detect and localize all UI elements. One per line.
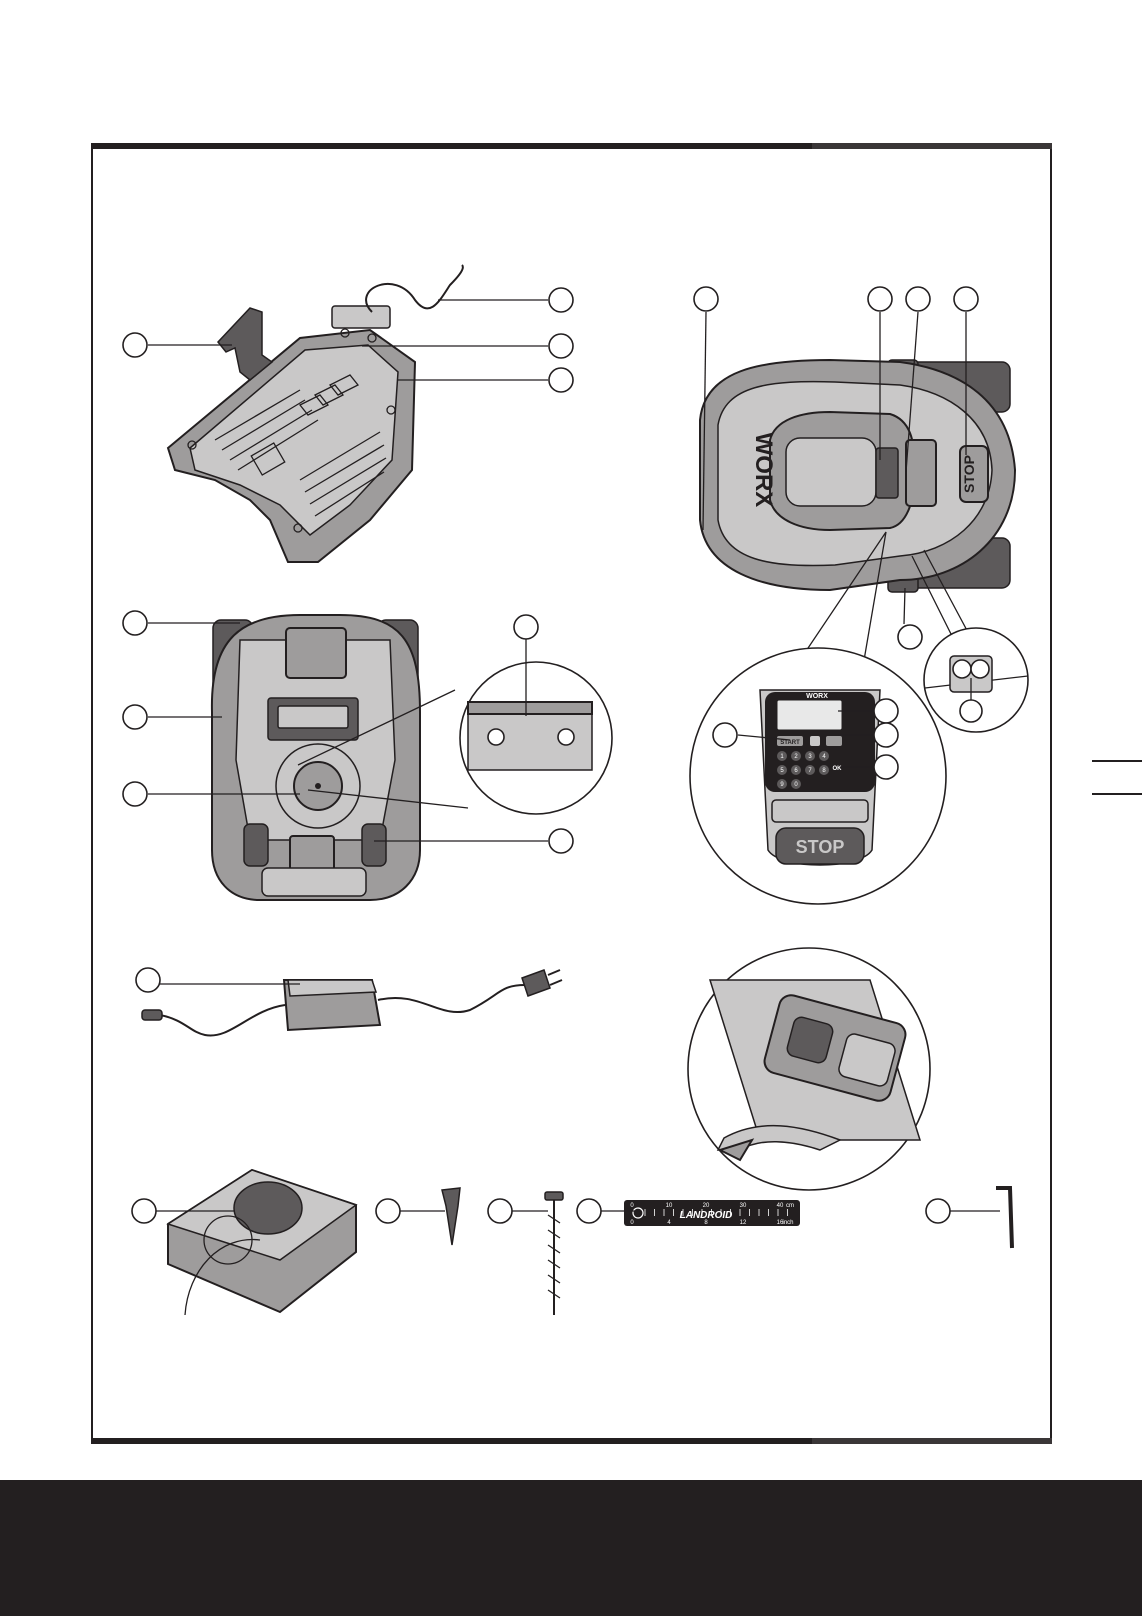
callout-circle (868, 287, 892, 311)
ruler-unit-cm: cm (786, 1203, 794, 1209)
callout-circle (960, 700, 982, 722)
callout-circle (123, 333, 147, 357)
ruler-logo: LANDROID (680, 1210, 733, 1221)
callout-circle (514, 615, 538, 639)
callout-circle (906, 287, 930, 311)
peg (442, 1188, 460, 1245)
callout-circle (874, 723, 898, 747)
callout-circle (874, 699, 898, 723)
ruler-scale-cm: 30 (740, 1203, 747, 1209)
power-supply (142, 970, 562, 1036)
callout-circle (694, 287, 718, 311)
stop-button-label: STOP (961, 455, 977, 493)
callout-circle (123, 705, 147, 729)
callout-circle (926, 1199, 950, 1223)
callout-circle (954, 287, 978, 311)
hex-key (996, 1188, 1012, 1248)
callout-circle (577, 1199, 601, 1223)
ok-key-label: OK (833, 766, 843, 772)
ruler-scale-cm: 40 (777, 1203, 784, 1209)
callout-circle (488, 1199, 512, 1223)
robot-top-view: WORX STOP (700, 360, 1015, 592)
ruler-scale-cm: 20 (703, 1203, 710, 1209)
callout-circle (132, 1199, 156, 1223)
charging-station (168, 265, 463, 562)
robot-underside (212, 615, 420, 900)
callout-circle (549, 829, 573, 853)
start-key-label: START (780, 740, 800, 746)
cutting-disc-foam (168, 1170, 356, 1315)
robot-logo: WORX (750, 433, 777, 508)
keypad-logo: WORX (806, 693, 828, 700)
keypad-stop-label: STOP (796, 837, 845, 857)
callout-circle (549, 334, 573, 358)
callout-circle (549, 368, 573, 392)
ruler-unit-inch: inch (782, 1220, 793, 1226)
callout-circle (549, 288, 573, 312)
callout-circle (136, 968, 160, 992)
callout-circle (713, 723, 737, 747)
callout-circle (874, 755, 898, 779)
callout-circle (898, 625, 922, 649)
callout-circle (123, 611, 147, 635)
ruler-scale-inch: 12 (740, 1220, 747, 1226)
callout-circle (376, 1199, 400, 1223)
callout-circle (123, 782, 147, 806)
ruler-scale-cm: 10 (666, 1203, 673, 1209)
